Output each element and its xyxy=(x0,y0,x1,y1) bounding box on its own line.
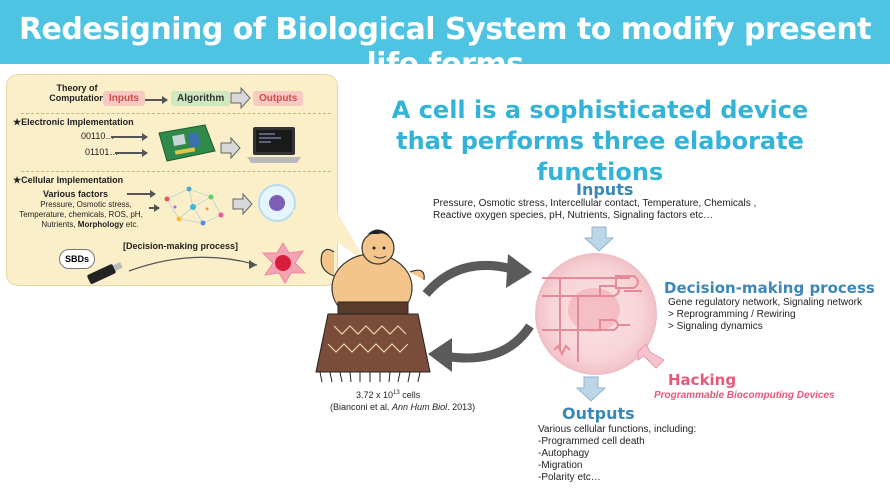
outputs-title: Outputs xyxy=(562,404,635,423)
citation: (Bianconi et al. Ann Hum Biol. 2013) xyxy=(330,402,475,412)
circuit-board-icon xyxy=(158,124,216,162)
factors-line: Pressure, Osmotic stress, xyxy=(40,200,132,209)
factors-line: Nutrients, Morphology etc. xyxy=(25,220,155,230)
hacking-arrow-icon xyxy=(637,343,665,369)
factors-line: Temperature, chemicals, ROS, pH, xyxy=(19,210,143,219)
arrow-icon xyxy=(111,133,148,141)
outputs-line: -Polarity etc… xyxy=(538,472,601,483)
various-factors-label: Various factors xyxy=(43,189,109,199)
factors-text: Nutrients, xyxy=(41,220,76,229)
down-arrow-icon xyxy=(584,226,614,252)
arrow-icon xyxy=(145,96,168,104)
arrow-to-body xyxy=(443,323,534,363)
cell-icon xyxy=(258,184,296,222)
arrow-to-cell xyxy=(422,260,518,297)
curved-arrow-icon xyxy=(128,256,258,272)
inputs-title: Inputs xyxy=(576,180,634,199)
activated-cell-icon xyxy=(261,242,307,284)
chip-inputs: Inputs xyxy=(103,91,145,106)
headline-line-1: A cell is a sophisticated device xyxy=(391,96,809,124)
down-arrow-icon xyxy=(576,376,606,402)
citation-year: . 2013) xyxy=(447,402,476,412)
theory-of-computation-label: Theory of Computation xyxy=(49,83,105,103)
hacking-title: Hacking xyxy=(668,371,737,389)
cells-count-unit: cells xyxy=(399,390,421,400)
outputs-line: Various cellular functions, including: xyxy=(538,424,697,435)
computation-panel: Theory of Computation Inputs Algorithm O… xyxy=(6,74,338,286)
page-title: Redesigning of Biological System to modi… xyxy=(18,12,872,82)
sbds-bubble: SBDs xyxy=(59,249,95,269)
morphology-text: Morphology xyxy=(77,220,124,229)
cells-count-value: 3.72 x 10 xyxy=(356,390,394,400)
inputs-line: Reactive oxygen species, pH, Nutrients, … xyxy=(433,210,714,221)
cells-count-exponent: 13 xyxy=(393,390,400,396)
decision-making-label: [Decision-making process] xyxy=(123,241,239,251)
decision-making-title: Decision-making process xyxy=(664,279,875,297)
hacking-subtitle: Programmable Biocomputing Devices xyxy=(654,390,835,401)
title-banner xyxy=(0,0,890,64)
headline-line-2: that performs three elaborate functions xyxy=(396,127,804,186)
arrow-icon xyxy=(149,204,160,212)
inputs-line: Pressure, Osmotic stress, Intercellular … xyxy=(433,198,757,209)
network-graph-icon xyxy=(164,186,224,226)
decision-line: Gene regulatory network, Signaling netwo… xyxy=(668,297,862,308)
cell-circuit-illustration xyxy=(535,253,657,375)
block-arrow-icon xyxy=(232,193,253,215)
divider xyxy=(21,171,331,173)
callout-pointer xyxy=(290,210,366,262)
laptop-icon xyxy=(247,127,301,163)
sumo-wrestler-illustration xyxy=(315,229,431,383)
outputs-line: -Programmed cell death xyxy=(538,436,645,447)
chip-outputs: Outputs xyxy=(253,91,304,106)
divider xyxy=(21,113,331,115)
electronic-implementation-title: ★Electronic Implementation xyxy=(13,117,134,127)
outputs-line: -Autophagy xyxy=(538,448,590,459)
headline: A cell is a sophisticated device that pe… xyxy=(330,95,870,188)
cellular-implementation-title: ★Cellular Implementation xyxy=(13,175,124,185)
arrow-icon xyxy=(115,149,148,157)
chip-algorithm: Algorithm xyxy=(171,91,231,106)
block-arrow-icon xyxy=(220,137,241,159)
cells-count: 3.72 x 1013 cells xyxy=(356,390,420,400)
arrow-icon xyxy=(127,190,156,198)
outputs-line: -Migration xyxy=(538,460,583,471)
citation-authors: (Bianconi et al. xyxy=(330,402,393,412)
factors-etc: etc. xyxy=(123,220,139,229)
decision-line: > Reprogramming / Rewiring xyxy=(668,309,796,320)
block-arrow-icon xyxy=(230,87,251,109)
usb-stick-icon xyxy=(87,262,123,284)
bits-label: 01101… xyxy=(85,147,119,157)
cycle-arrows xyxy=(422,254,534,372)
decision-line: > Signaling dynamics xyxy=(668,321,763,332)
bits-label: 00110… xyxy=(81,131,115,141)
citation-journal: Ann Hum Biol xyxy=(392,402,448,412)
